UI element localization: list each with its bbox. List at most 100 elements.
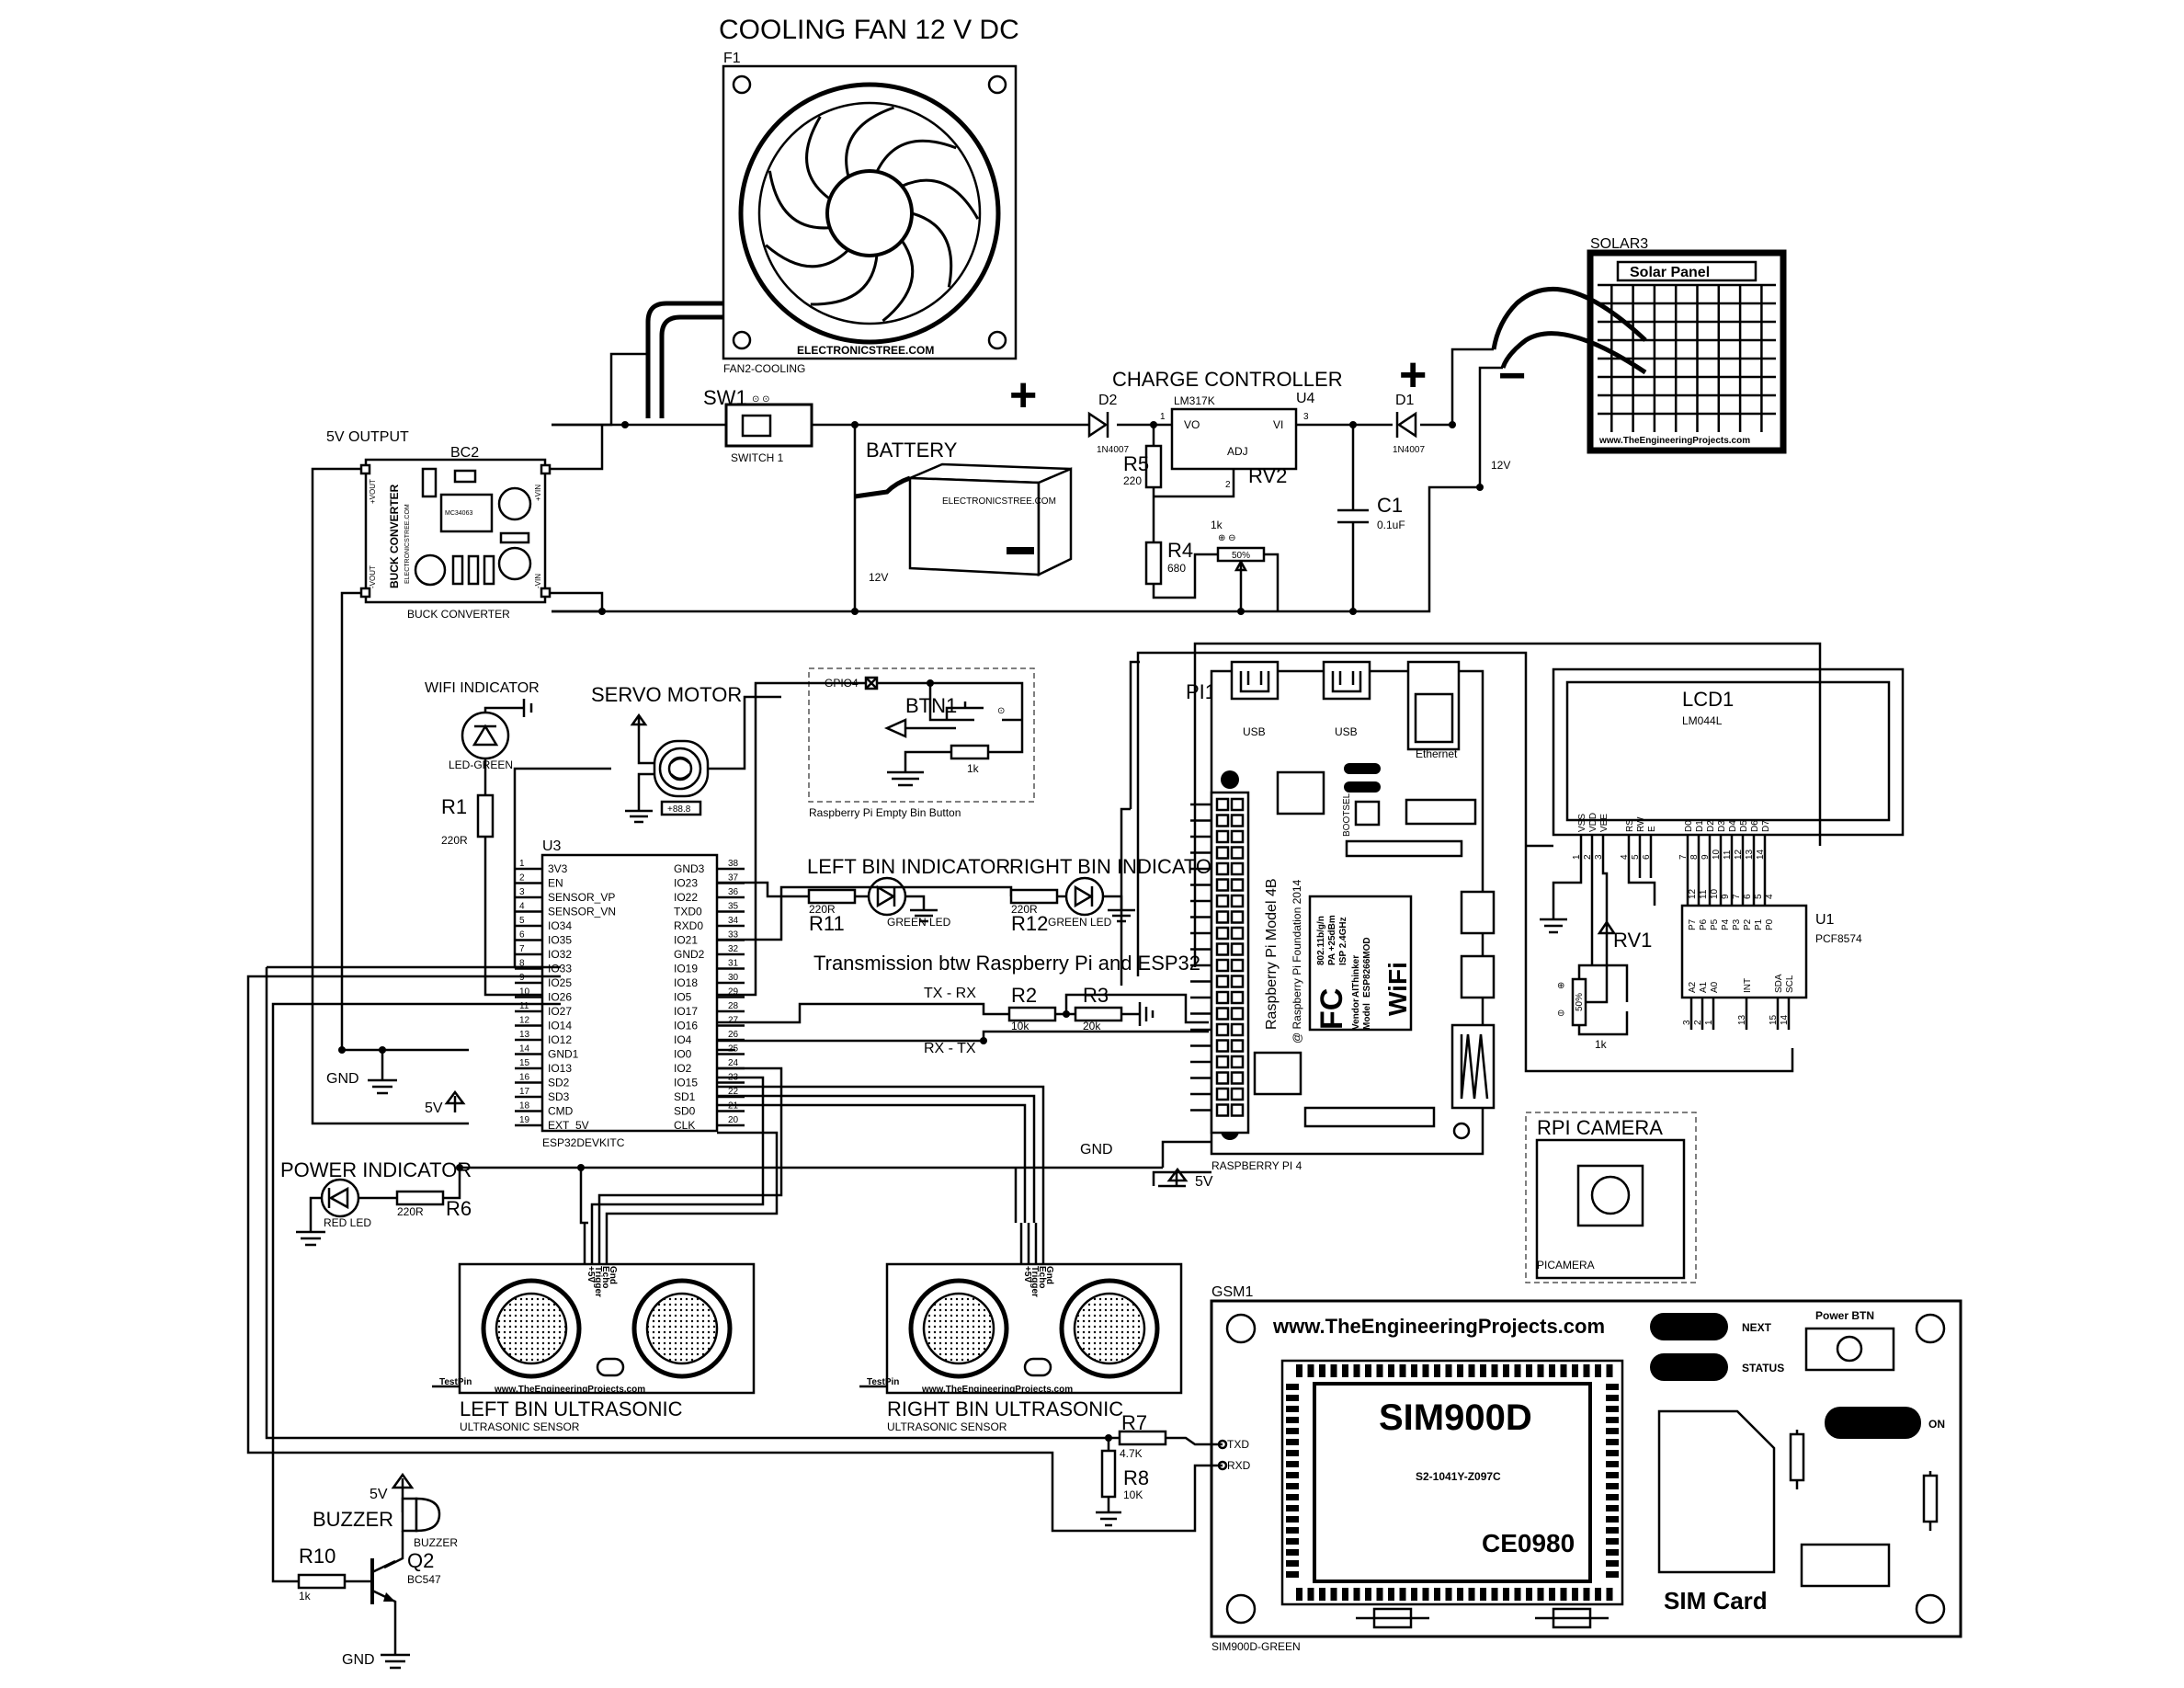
gpio-pin-x bbox=[866, 678, 877, 689]
next-led bbox=[1650, 1313, 1728, 1340]
left-ind-title: LEFT BIN INDICATOR bbox=[807, 855, 1010, 878]
r1-body bbox=[476, 793, 495, 838]
sim900-pad bbox=[1342, 1364, 1348, 1377]
buck-pin bbox=[540, 587, 552, 599]
solar-plus: + bbox=[1399, 348, 1427, 402]
rv1-contrast: RV1 50% 1k ⊕ ⊖ bbox=[1557, 919, 1652, 1051]
wifi-spec: 802.11b/g/n bbox=[1316, 916, 1326, 965]
fan-blade bbox=[765, 244, 850, 268]
pcf-pin-label: P6 bbox=[1699, 918, 1709, 930]
esp-pin-label: SD1 bbox=[674, 1090, 696, 1103]
r4-val: 680 bbox=[1167, 562, 1186, 575]
esp-pin-label: IO26 bbox=[548, 991, 572, 1004]
right-led-diode bbox=[1074, 884, 1094, 908]
sim900-pad bbox=[1606, 1560, 1619, 1567]
raspberry-pi: PI1 USB USB Ethernet Raspberry Pi Model … bbox=[1080, 660, 1496, 1190]
sim900-pad bbox=[1422, 1364, 1429, 1377]
esp-pin-number: 6 bbox=[519, 930, 525, 941]
left-bin-indicator: LEFT BIN INDICATOR 220R R11 GREEN LED bbox=[717, 855, 1010, 935]
r1-ref: R1 bbox=[441, 795, 467, 818]
esp-pin-number: 3 bbox=[519, 887, 525, 897]
us-left-test: TestPin bbox=[439, 1377, 472, 1387]
sim-slot bbox=[1657, 1409, 1776, 1574]
us-pin-label: Gnd bbox=[1044, 1266, 1054, 1284]
battery-front bbox=[908, 476, 1041, 576]
charge-title: CHARGE CONTROLLER bbox=[1112, 368, 1343, 391]
lcd-pin-label: D0 bbox=[1684, 820, 1694, 832]
pi-ethernet: Ethernet bbox=[1416, 747, 1458, 760]
solar-ref: SOLAR3 bbox=[1590, 236, 1648, 252]
fan-ref: F1 bbox=[723, 51, 741, 66]
sim900-pad bbox=[1480, 1364, 1486, 1377]
buzzer-esp-wire bbox=[271, 1002, 561, 1050]
gpio-pin bbox=[1230, 878, 1245, 892]
sim900-pad bbox=[1526, 1588, 1532, 1601]
gpio-pin bbox=[1215, 894, 1230, 908]
pi-usb-1: USB bbox=[1243, 725, 1266, 738]
usb-port-1 bbox=[1230, 660, 1280, 701]
lcd-pin-label: RS bbox=[1625, 819, 1635, 832]
pcf-pin-number: 5 bbox=[1754, 894, 1764, 899]
r5-ref: R5 bbox=[1123, 452, 1149, 475]
gsm-part: SIM900D-GREEN bbox=[1211, 1640, 1301, 1653]
r7-body bbox=[1118, 1430, 1167, 1446]
fan-brand: ELECTRONICSTREE.COM bbox=[797, 344, 934, 357]
us-left-title: LEFT BIN ULTRASONIC bbox=[460, 1397, 683, 1420]
solar-voltage: 12V bbox=[1491, 459, 1510, 472]
empty-bin-button: GPIO4 BTN1 1k ⊙ Raspberry Pi Empty Bin B… bbox=[717, 667, 1035, 997]
rv2-pct: 50% bbox=[1232, 551, 1250, 561]
sim900-pad bbox=[1457, 1588, 1463, 1601]
pcf-pin-label: SCL bbox=[1785, 975, 1795, 993]
lcd-ref: LCD1 bbox=[1682, 688, 1734, 711]
sim900-pad bbox=[1606, 1505, 1619, 1511]
r8-val: 10K bbox=[1123, 1488, 1143, 1501]
r11-val: 220R bbox=[809, 903, 836, 916]
sim900-pad bbox=[1286, 1406, 1299, 1412]
buck-pin bbox=[540, 463, 552, 475]
gsm-mount bbox=[1225, 1313, 1257, 1344]
junction-dot bbox=[456, 1164, 463, 1171]
esp-pin-label: SD3 bbox=[548, 1090, 570, 1103]
lcd-pin-number: 11 bbox=[1723, 850, 1733, 860]
v5-arrow bbox=[444, 1089, 466, 1112]
reg-pin1: 1 bbox=[1160, 412, 1166, 422]
gpio-pin bbox=[1230, 894, 1245, 908]
esp-pin-number: 35 bbox=[728, 902, 739, 912]
r12-val: 220R bbox=[1011, 903, 1038, 916]
pcf-part: PCF8574 bbox=[1815, 932, 1862, 945]
esp-pin-number: 7 bbox=[519, 944, 525, 954]
wifi-indicator: WIFI INDICATOR LED-GREEN R1 220R bbox=[425, 680, 561, 997]
wifi-led-diode bbox=[472, 724, 499, 747]
power-button-knob[interactable] bbox=[1836, 1335, 1863, 1363]
pi-part: RASPBERRY PI 4 bbox=[1211, 1159, 1302, 1172]
gpio-pin bbox=[1230, 910, 1245, 924]
pcf-pin-label: SDA bbox=[1774, 974, 1784, 993]
status-led bbox=[1650, 1353, 1728, 1381]
sim900-pad bbox=[1537, 1364, 1544, 1377]
sim900-pad bbox=[1376, 1364, 1383, 1377]
us-left-mesh bbox=[495, 1292, 568, 1365]
pcf-pin-number: 4 bbox=[1765, 894, 1775, 899]
q2-legs bbox=[371, 1559, 397, 1618]
sim900-pad bbox=[1606, 1571, 1619, 1578]
sim900-pad bbox=[1286, 1483, 1299, 1489]
pi-connector bbox=[1345, 839, 1463, 858]
usb-port-detail bbox=[1331, 671, 1362, 693]
esp-pin-number: 38 bbox=[728, 859, 739, 869]
esp-pin-number: 12 bbox=[519, 1016, 530, 1026]
sim900-pads bbox=[1286, 1364, 1619, 1601]
sim900-pad bbox=[1286, 1461, 1299, 1467]
battery: BATTERY ELECTRONICSTREE.COM 12V bbox=[853, 425, 1073, 611]
esp-pin-label: 3V3 bbox=[548, 862, 568, 875]
diode-d2: D2 1N4007 bbox=[1087, 393, 1129, 455]
rpi-camera: RPI CAMERA PICAMERA bbox=[1525, 1112, 1697, 1283]
esp-part: ESP32DEVKITC bbox=[542, 1136, 625, 1149]
buck-cap bbox=[453, 469, 477, 484]
gsm-power: Power BTN bbox=[1815, 1309, 1874, 1322]
sim900-pad bbox=[1606, 1516, 1619, 1523]
buck-chip bbox=[439, 493, 494, 533]
rv1-pin-icon: ⊕ bbox=[1557, 981, 1564, 991]
wifi-pa: PA +25dBm bbox=[1327, 915, 1337, 965]
wifi-text: WiFi bbox=[1383, 962, 1412, 1016]
sim900-pad bbox=[1307, 1364, 1314, 1377]
